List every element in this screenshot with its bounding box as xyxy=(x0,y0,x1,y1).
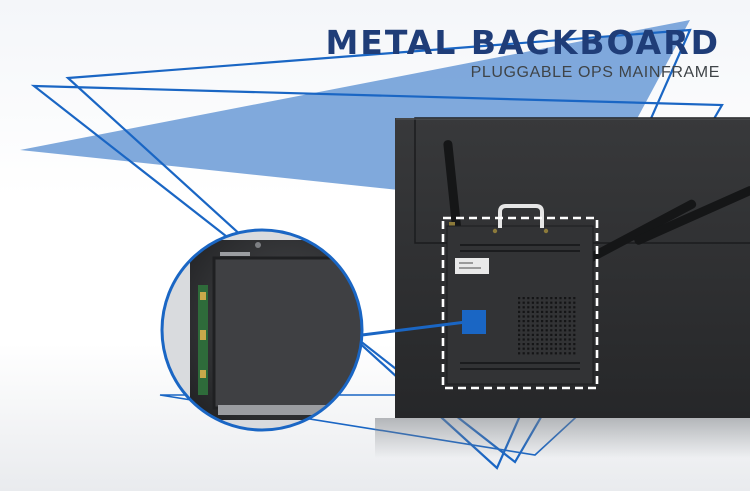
page-subtitle: PLUGGABLE OPS MAINFRAME xyxy=(470,64,720,81)
module-handle xyxy=(498,204,544,228)
wifi-antenna-icon xyxy=(634,186,750,245)
top-vent-slots xyxy=(460,244,580,252)
cooling-vent-grille-icon xyxy=(518,297,576,355)
zoom-circle-ring xyxy=(160,228,364,432)
callout-marker-icon xyxy=(462,310,486,334)
page-title: METAL BACKBOARD xyxy=(325,23,720,62)
module-label-sticker xyxy=(455,258,489,274)
module-dashed-outline xyxy=(441,216,599,390)
bottom-vent-slots xyxy=(460,362,580,370)
wifi-antenna-icon xyxy=(562,199,697,276)
zoom-detail-circle xyxy=(162,230,362,430)
floor-shadow xyxy=(375,418,750,458)
heading: METAL BACKBOARD PLUGGABLE OPS MAINFRAME xyxy=(325,26,720,82)
callout-line xyxy=(361,319,475,337)
ops-mainframe-module xyxy=(446,204,594,385)
